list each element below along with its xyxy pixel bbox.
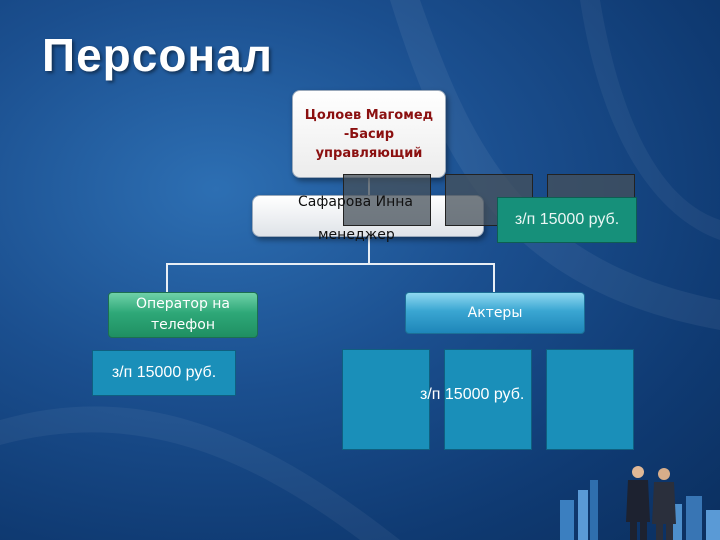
business-people-illustration [560, 466, 720, 540]
operator-label-line1: Оператор на [135, 296, 231, 312]
operator-salary-box: з/п 15000 руб. [92, 350, 236, 396]
ceo-name-line1: Цолоев Магомед [304, 107, 434, 123]
actors-label: Актеры [467, 305, 523, 321]
connector-horizontal [166, 263, 495, 265]
connector-actors [493, 263, 495, 293]
manager-name: Сафарова Инна [298, 194, 413, 210]
manager-salary: з/п 15000 руб. [514, 211, 620, 228]
manager-role: менеджер [318, 227, 395, 243]
operator-label-line2: телефон [150, 317, 215, 333]
connector-operator [166, 263, 168, 293]
actor-box-1 [342, 349, 430, 450]
actors-box: Актеры [405, 292, 585, 334]
ceo-name-line2: -Басир [343, 126, 395, 142]
slide-title: Персонал [42, 29, 274, 81]
ceo-box: Цолоев Магомед -Басир управляющий [292, 90, 446, 178]
operator-salary: з/п 15000 руб. [111, 364, 217, 381]
actor-box-2 [444, 349, 532, 450]
overlay-gray-box-1 [343, 174, 431, 226]
connector-manager-down [368, 237, 370, 264]
ceo-role: управляющий [315, 145, 423, 161]
actors-salary: з/п 15000 руб. [420, 386, 525, 403]
actor-box-3 [546, 349, 634, 450]
operator-box: Оператор на телефон [108, 292, 258, 338]
manager-salary-box: з/п 15000 руб. [497, 197, 637, 243]
